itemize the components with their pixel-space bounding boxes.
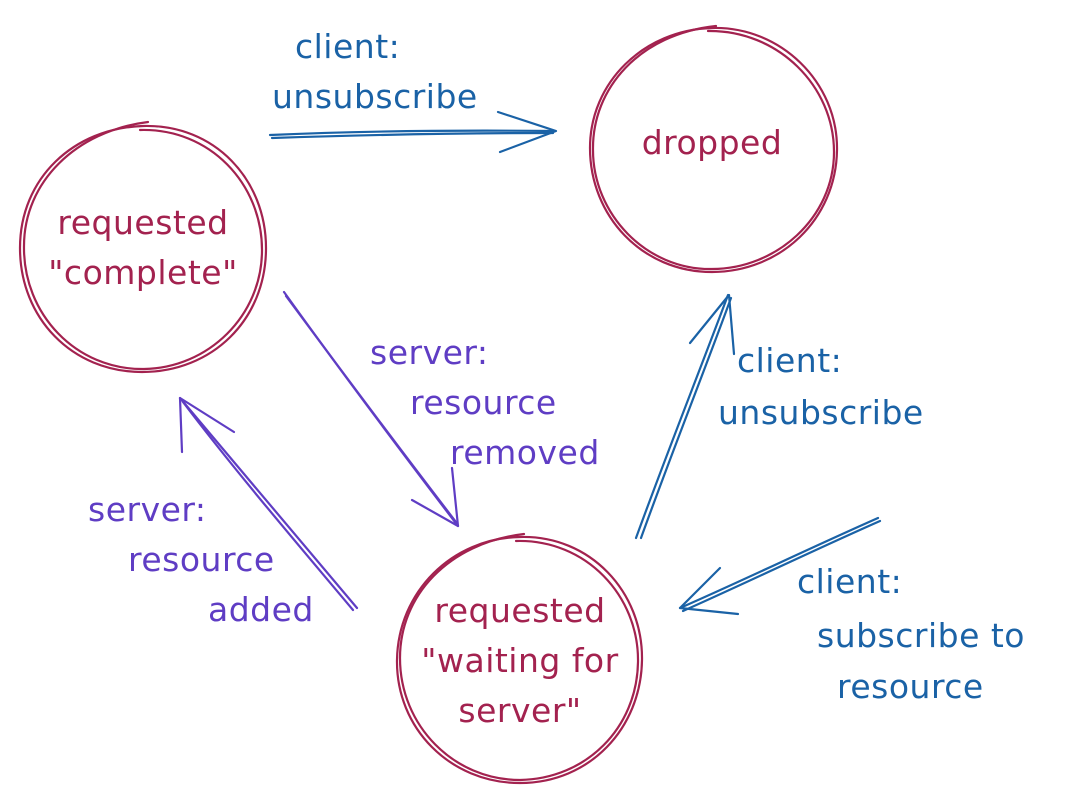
edge-waiting-to-complete xyxy=(178,396,359,612)
edge-label-complete-to-dropped-line-2: unsubscribe xyxy=(272,77,478,116)
edge-waiting-to-dropped xyxy=(634,293,736,540)
node-ring-dropped xyxy=(588,24,839,274)
node-label-waiting: requested "waiting for server" xyxy=(400,586,640,736)
node-label-complete-line: "complete" xyxy=(48,253,238,292)
node-ring-waiting xyxy=(395,532,644,785)
node-label-complete-line: requested xyxy=(57,203,229,242)
edge-label-subscribe-line-2: subscribe to xyxy=(817,616,1025,655)
edge-label-waiting-to-complete-line-3: added xyxy=(208,590,314,629)
edge-label-complete-to-waiting-line-1: server: xyxy=(370,333,489,372)
node-label-waiting-line: "waiting for xyxy=(421,641,619,680)
node-label-waiting-line: requested xyxy=(434,591,606,630)
edge-label-complete-to-waiting-line-3: removed xyxy=(450,433,600,472)
edge-label-complete-to-waiting-line-2: resource xyxy=(410,383,557,422)
edge-complete-to-waiting xyxy=(282,290,460,528)
edge-label-waiting-to-complete-line-1: server: xyxy=(88,490,207,529)
node-label-dropped: dropped xyxy=(612,118,812,168)
edge-label-complete-to-dropped-line-1: client: xyxy=(295,27,401,66)
edge-label-waiting-to-dropped-line-1: client: xyxy=(737,341,843,380)
node-ring-complete xyxy=(18,120,268,374)
edge-subscribe-to-waiting xyxy=(678,516,882,616)
edge-label-subscribe-line-3: resource xyxy=(837,667,984,706)
node-label-complete: requested "complete" xyxy=(28,198,258,298)
node-label-waiting-line: server" xyxy=(458,691,582,730)
edge-label-waiting-to-complete-line-2: resource xyxy=(128,540,275,579)
node-label-dropped-line: dropped xyxy=(641,123,783,162)
edge-label-waiting-to-dropped-line-2: unsubscribe xyxy=(718,393,924,432)
edge-complete-to-dropped xyxy=(268,110,558,154)
edge-label-subscribe-line-1: client: xyxy=(797,562,903,601)
